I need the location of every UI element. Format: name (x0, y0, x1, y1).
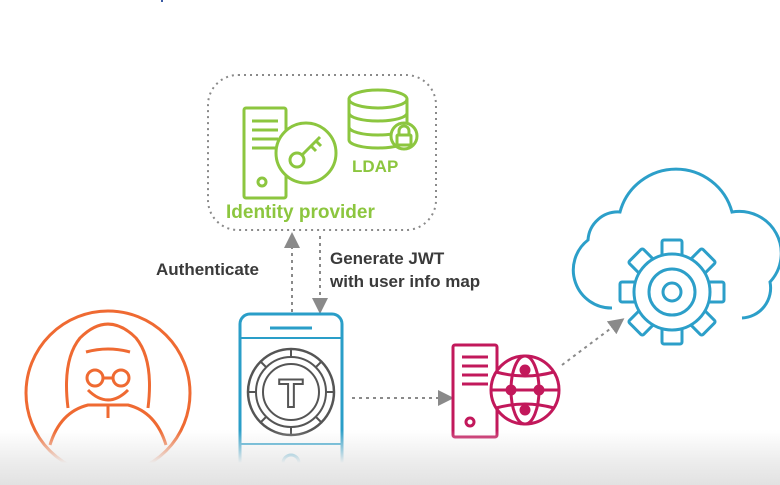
dot-mark (161, 0, 163, 2)
gear-icon (618, 238, 726, 346)
identity-provider-label: Identity provider (226, 202, 375, 223)
authenticate-label: Authenticate (156, 260, 259, 279)
server-to-cloud-arrow (561, 318, 625, 366)
globe-icon (489, 354, 561, 426)
ldap-label: LDAP (352, 157, 399, 176)
bottom-shade (0, 430, 780, 485)
key-server-icon (242, 106, 338, 200)
generate-jwt-label-line1: Generate JWT (330, 249, 445, 268)
lock-icon (389, 121, 419, 151)
identity-provider-box (207, 74, 437, 231)
phone-logo-letter: T (279, 372, 303, 416)
generate-jwt-label-line2: with user info map (330, 272, 481, 291)
cloud-icon (571, 167, 780, 320)
